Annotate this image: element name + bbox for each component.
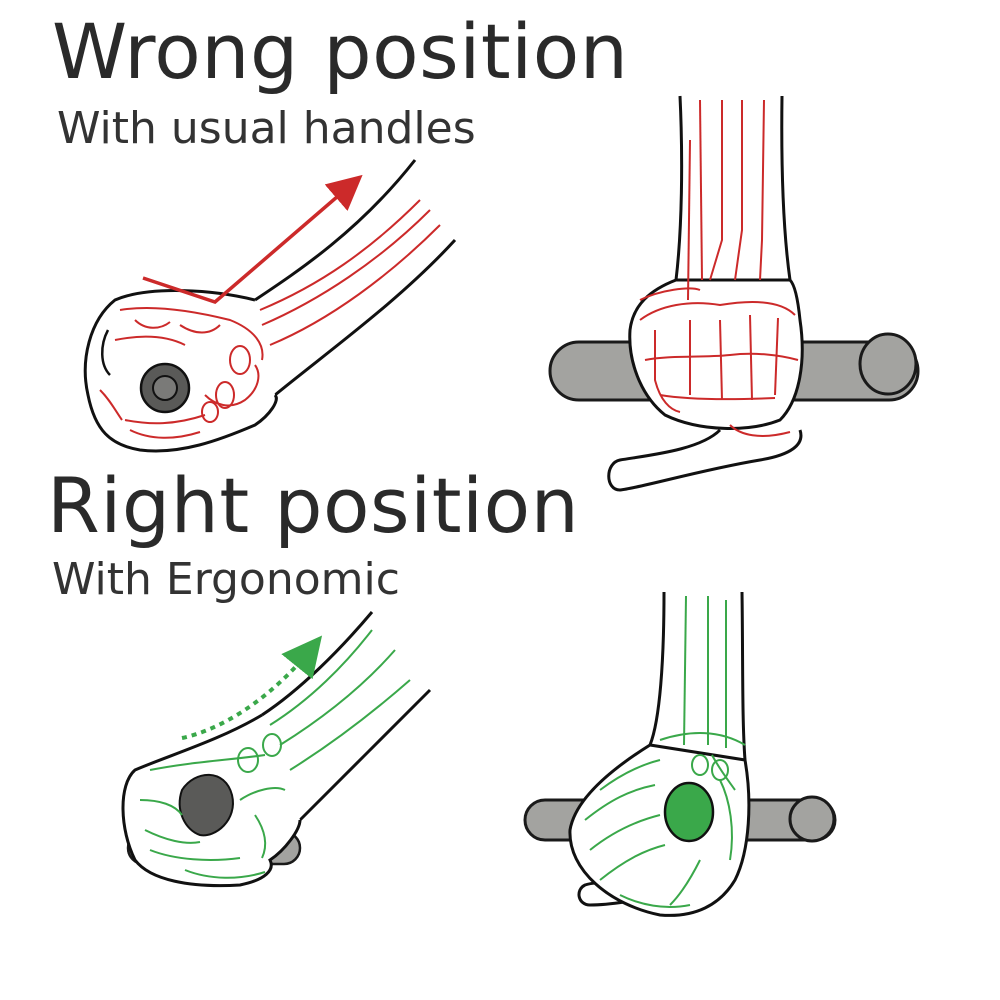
right-position-subtitle: With Ergonomic [52,554,400,605]
wrong-position-subtitle: With usual handles [57,103,476,154]
right-front-view-hand [523,591,837,917]
wrong-side-view-hand [83,159,457,453]
wrong-position-title: Wrong position [52,7,629,96]
right-position-title: Right position [47,461,580,550]
right-side-view-hand [121,611,432,888]
wrong-front-view-fist [548,95,920,492]
